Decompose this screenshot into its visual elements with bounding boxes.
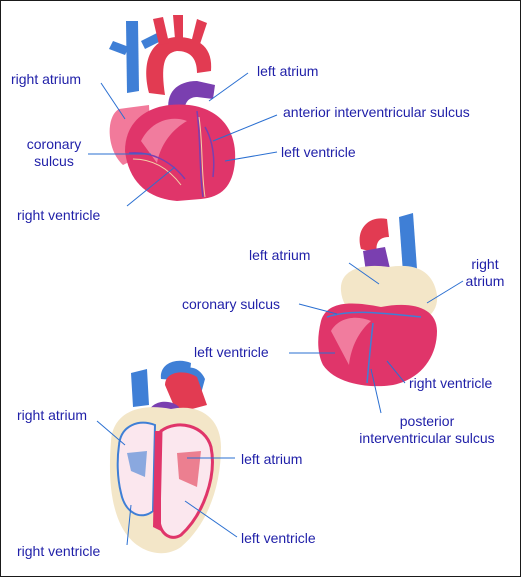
leader-posterior-right-atrium — [426, 280, 464, 304]
posterior-ventricles — [318, 303, 437, 387]
leader-posterior-left-atrium — [348, 262, 380, 285]
leader-section-left-ventricle — [184, 500, 238, 538]
leader-posterior-right-ventricle — [386, 360, 406, 384]
leader-anterior-sulcus — [212, 114, 278, 142]
leader-anterior-left-ventricle — [224, 151, 278, 162]
posterior-sulcus-vessels — [326, 311, 422, 384]
leader-posterior-coronary-sulcus — [298, 303, 338, 315]
posterior-sheen — [331, 317, 371, 365]
section-vessels — [131, 360, 205, 407]
section-blood-left — [177, 451, 201, 487]
label-anterior-right-atrium: right atrium — [11, 71, 82, 87]
label-posterior-left-atrium: left atrium — [249, 247, 311, 263]
posterior-vena-cava — [399, 213, 417, 273]
label-posterior-right-ventricle: right ventricle — [409, 375, 493, 391]
coronary-vessels — [128, 110, 215, 198]
label-anterior-coronary-sulcus-line1: coronary — [26, 136, 82, 152]
label-posterior-sulcus-line2: interventricular sulcus — [359, 430, 495, 446]
label-section-right-atrium: right atrium — [17, 407, 88, 423]
coronary-vessels-red — [132, 116, 206, 198]
label-section-left-ventricle: left ventricle — [241, 530, 316, 546]
anterior-heart-illustration — [109, 15, 236, 201]
section-septum — [153, 431, 161, 531]
label-anterior-right-ventricle: right ventricle — [17, 207, 101, 223]
leader-anterior-right-atrium — [100, 82, 126, 120]
leader-section-right-atrium — [96, 420, 126, 446]
label-anterior-left-ventricle: left ventricle — [281, 144, 356, 160]
posterior-aorta — [359, 218, 389, 253]
section-blood-right — [127, 451, 147, 477]
aortic-arch — [146, 37, 212, 95]
brachiocephalic-veins — [109, 31, 165, 55]
label-posterior-right-atrium-line1: right — [471, 256, 499, 272]
leader-section-right-ventricle — [126, 504, 132, 546]
leader-anterior-left-atrium — [208, 72, 249, 102]
section-heart-illustration — [109, 360, 221, 554]
aortic-branches — [153, 15, 207, 47]
posterior-heart-illustration — [318, 213, 438, 387]
label-anterior-coronary-sulcus-line2: sulcus — [34, 153, 74, 169]
label-posterior-right-atrium-line2: atrium — [465, 273, 505, 289]
label-section-left-atrium: left atrium — [241, 451, 303, 467]
label-anterior-coronary-sulcus: coronary sulcus — [19, 136, 89, 170]
leader-posterior-sulcus — [370, 368, 382, 414]
section-aorta — [165, 372, 207, 413]
label-anterior-interventricular-sulcus: anterior interventricular sulcus — [283, 104, 470, 120]
superior-vena-cava — [126, 21, 139, 93]
label-posterior-coronary-sulcus: coronary sulcus — [182, 296, 281, 312]
leader-anterior-right-ventricle — [126, 166, 176, 207]
label-posterior-right-atrium: right atrium — [459, 256, 511, 290]
label-posterior-left-ventricle: left ventricle — [194, 344, 269, 360]
label-section-right-ventricle: right ventricle — [17, 543, 101, 559]
label-posterior-interventricular-sulcus: posterior interventricular sulcus — [349, 413, 505, 447]
label-posterior-sulcus-line1: posterior — [399, 413, 455, 429]
label-anterior-left-atrium: left atrium — [257, 63, 319, 79]
anterior-sheen — [141, 118, 187, 163]
